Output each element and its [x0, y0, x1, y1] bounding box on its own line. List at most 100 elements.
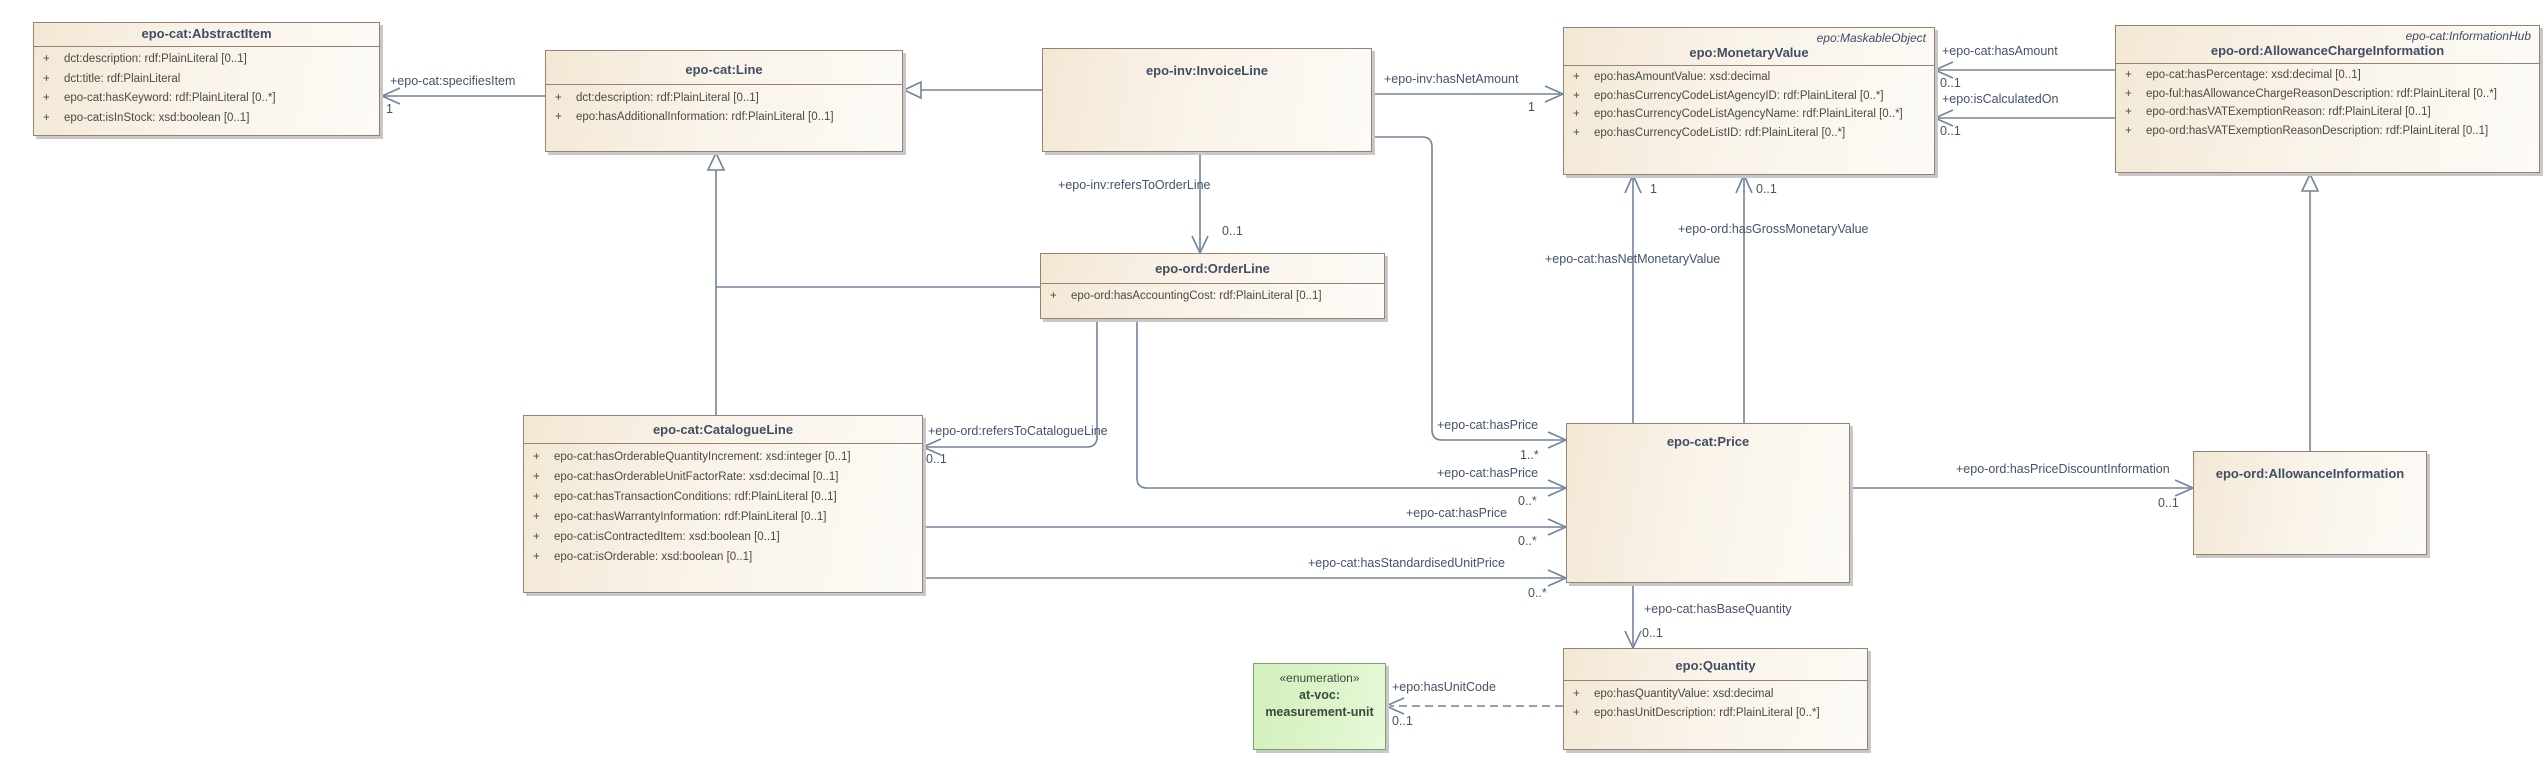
class-header: epo-cat:CatalogueLine: [524, 416, 922, 444]
class-stereotype: epo-cat:InformationHub: [2405, 29, 2531, 43]
class-monetary-value[interactable]: epo:MaskableObject epo:MonetaryValue + ep…: [1563, 27, 1935, 175]
attribute-text: epo-cat:isInStock: xsd:boolean [0..1]: [64, 111, 250, 124]
association-has-standardised-unit-price: [923, 569, 1567, 587]
class-header: epo-ord:OrderLine: [1041, 254, 1384, 284]
attribute: + epo:hasAdditionalInformation: rdf:Plain…: [546, 108, 902, 127]
visibility-public: +: [533, 471, 540, 483]
multiplicity-specifies-item: 1: [386, 102, 393, 116]
connector-label-specifies-item: +epo-cat:specifiesItem: [390, 74, 516, 88]
attribute-text: epo:hasCurrencyCodeListID: rdf:PlainLite…: [1594, 126, 1846, 139]
attribute-text: epo-cat:hasTransactionConditions: rdf:Pl…: [554, 491, 837, 503]
class-line[interactable]: epo-cat:Line + dct:description: rdf:Plain…: [545, 50, 903, 152]
connector-label-has-amount: +epo-cat:hasAmount: [1942, 44, 2058, 58]
class-allowance-information[interactable]: epo-ord:AllowanceInformation: [2193, 451, 2427, 555]
multiplicity-is-calculated-on: 0..1: [1940, 124, 1961, 138]
multiplicity-has-standardised-unit-price: 0..*: [1528, 586, 1547, 600]
class-header: epo-cat:Price: [1567, 424, 1849, 454]
attribute-text: epo-ord:hasAccountingCost: rdf:PlainLite…: [1071, 290, 1322, 302]
visibility-public: +: [1050, 290, 1057, 302]
multiplicity-has-price-catalogue: 0..*: [1518, 534, 1537, 548]
attribute-text: epo-cat:hasWarrantyInformation: rdf:Plai…: [554, 511, 827, 523]
class-catalogue-line[interactable]: epo-cat:CatalogueLine + epo-cat:hasOrdera…: [523, 415, 923, 593]
connector-label-has-unit-code: +epo:hasUnitCode: [1392, 680, 1496, 694]
visibility-public: +: [2125, 124, 2132, 137]
association-has-net-amount: [1372, 85, 1564, 103]
class-attributes: +epo:hasQuantityValue: xsd:decimal +epo:…: [1564, 681, 1867, 722]
multiplicity-has-price-order: 0..*: [1518, 494, 1537, 508]
attribute-text: epo:hasCurrencyCodeListAgencyName: rdf:P…: [1594, 108, 1903, 120]
class-abstract-item[interactable]: epo-cat:AbstractItem +dct:description: r…: [33, 22, 380, 136]
class-title: epo-inv:InvoiceLine: [1145, 63, 1269, 78]
enumeration-measurement-unit[interactable]: «enumeration» at-voc: measurement-unit: [1253, 663, 1386, 750]
class-attributes: +epo-cat:hasPercentage: xsd:decimal [0..…: [2116, 64, 2539, 140]
association-has-net-monetary-value: [1624, 174, 1642, 423]
class-header: epo-ord:AllowanceInformation: [2194, 452, 2426, 486]
enumeration-title: measurement-unit: [1265, 705, 1374, 719]
attribute-text: epo:hasAmountValue: xsd:decimal: [1594, 71, 1771, 83]
attribute: +epo-cat:hasTransactionConditions: rdf:P…: [524, 487, 922, 507]
visibility-public: +: [555, 92, 562, 104]
connector-label-has-gross-monetary-value: +epo-ord:hasGrossMonetaryValue: [1678, 222, 1869, 236]
class-price[interactable]: epo-cat:Price: [1566, 423, 1850, 583]
multiplicity-has-amount: 0..1: [1940, 76, 1961, 90]
attribute: +epo-ord:hasVATExemptionReason: rdf:Plai…: [2116, 103, 2539, 122]
attribute-text: epo:hasAdditionalInformation: rdf:PlainL…: [576, 110, 834, 123]
dependency-has-unit-code: [1385, 697, 1563, 715]
attribute: +dct:description: rdf:PlainLiteral [0..1…: [34, 50, 379, 70]
enumeration-body: «enumeration» at-voc: measurement-unit: [1254, 664, 1385, 721]
class-title: epo-cat:AbstractItem: [141, 26, 272, 41]
attribute-text: epo-cat:hasOrderableQuantityIncrement: x…: [554, 451, 851, 463]
class-attributes: + epo-cat:hasOrderableQuantityIncrement: …: [524, 444, 922, 567]
generalization-invoiceline-to-line: [902, 80, 1042, 100]
connector-label-has-net-monetary-value: +epo-cat:hasNetMonetaryValue: [1545, 252, 1721, 266]
attribute: +epo-ful:hasAllowanceChargeReasonDescrip…: [2116, 85, 2539, 104]
connector-label-refers-to-catalogue-line: +epo-ord:refersToCatalogueLine: [928, 424, 1108, 438]
attribute: + epo-cat:hasWarrantyInformation: rdf:Pla…: [524, 507, 922, 527]
attribute: +epo-cat:hasOrderableQuantityIncrement: …: [524, 447, 922, 467]
class-title: epo-cat:Line: [685, 62, 763, 77]
attribute-text: epo:hasUnitDescription: rdf:PlainLiteral…: [1594, 706, 1820, 719]
multiplicity-has-net-monetary-value: 1: [1650, 182, 1657, 196]
class-header: epo:MaskableObject epo:MonetaryValue: [1564, 28, 1934, 66]
attribute: + dct:description: rdf:PlainLiteral [0..1…: [546, 89, 902, 108]
attribute-text: epo-cat:isContractedItem: xsd:boolean [0…: [554, 531, 780, 543]
visibility-public: +: [1573, 108, 1580, 120]
enumeration-title-prefix: at-voc:: [1299, 688, 1340, 702]
attribute-text: epo-cat:isOrderable: xsd:boolean [0..1]: [554, 551, 753, 563]
visibility-public: +: [533, 511, 540, 523]
multiplicity-refers-to-order-line: 0..1: [1222, 224, 1243, 238]
association-has-gross-monetary-value: [1735, 174, 1753, 423]
multiplicity-has-gross-monetary-value: 0..1: [1756, 182, 1777, 196]
class-quantity[interactable]: epo:Quantity +epo:hasQuantityValue: xsd:…: [1563, 648, 1868, 750]
class-title: epo-ord:AllowanceInformation: [2215, 466, 2405, 481]
visibility-public: +: [555, 110, 562, 123]
association-refers-to-catalogue-line: [922, 319, 1098, 456]
class-stereotype: epo:MaskableObject: [1816, 31, 1926, 45]
attribute: + epo-ord:hasAccountingCost: rdf:PlainLit…: [1041, 287, 1384, 306]
attribute-text: epo-ord:hasVATExemptionReason: rdf:Plain…: [2146, 106, 2431, 118]
class-allowance-charge-information[interactable]: epo-cat:InformationHub epo-ord:Allowance…: [2115, 25, 2540, 173]
class-title: epo-cat:CatalogueLine: [652, 422, 794, 437]
class-header: epo:Quantity: [1564, 649, 1867, 681]
class-attributes: + dct:description: rdf:PlainLiteral [0..1…: [546, 85, 902, 126]
connector-label-has-base-quantity: +epo-cat:hasBaseQuantity: [1644, 602, 1792, 616]
class-attributes: + epo-ord:hasAccountingCost: rdf:PlainLit…: [1041, 284, 1384, 306]
visibility-public: +: [533, 531, 540, 543]
attribute-text: dct:description: rdf:PlainLiteral [0..1]: [576, 92, 759, 104]
association-refers-to-order-line: [1191, 152, 1209, 254]
enumeration-stereotype: «enumeration»: [1279, 671, 1360, 685]
visibility-public: +: [533, 551, 540, 563]
multiplicity-has-net-amount: 1: [1528, 100, 1535, 114]
association-has-price-order: [1136, 319, 1567, 497]
class-title: epo:Quantity: [1675, 658, 1756, 673]
visibility-public: +: [1573, 89, 1580, 102]
class-order-line[interactable]: epo-ord:OrderLine + epo-ord:hasAccounting…: [1040, 253, 1385, 319]
class-title: epo-ord:AllowanceChargeInformation: [2210, 43, 2445, 58]
association-is-calculated-on: [1934, 109, 2115, 127]
class-invoice-line[interactable]: epo-inv:InvoiceLine: [1042, 48, 1372, 152]
attribute-text: epo-cat:hasOrderableUnitFactorRate: xsd:…: [554, 471, 839, 483]
attribute: +epo-cat:hasPercentage: xsd:decimal [0..…: [2116, 66, 2539, 85]
visibility-public: +: [1573, 126, 1580, 139]
visibility-public: +: [43, 53, 50, 65]
